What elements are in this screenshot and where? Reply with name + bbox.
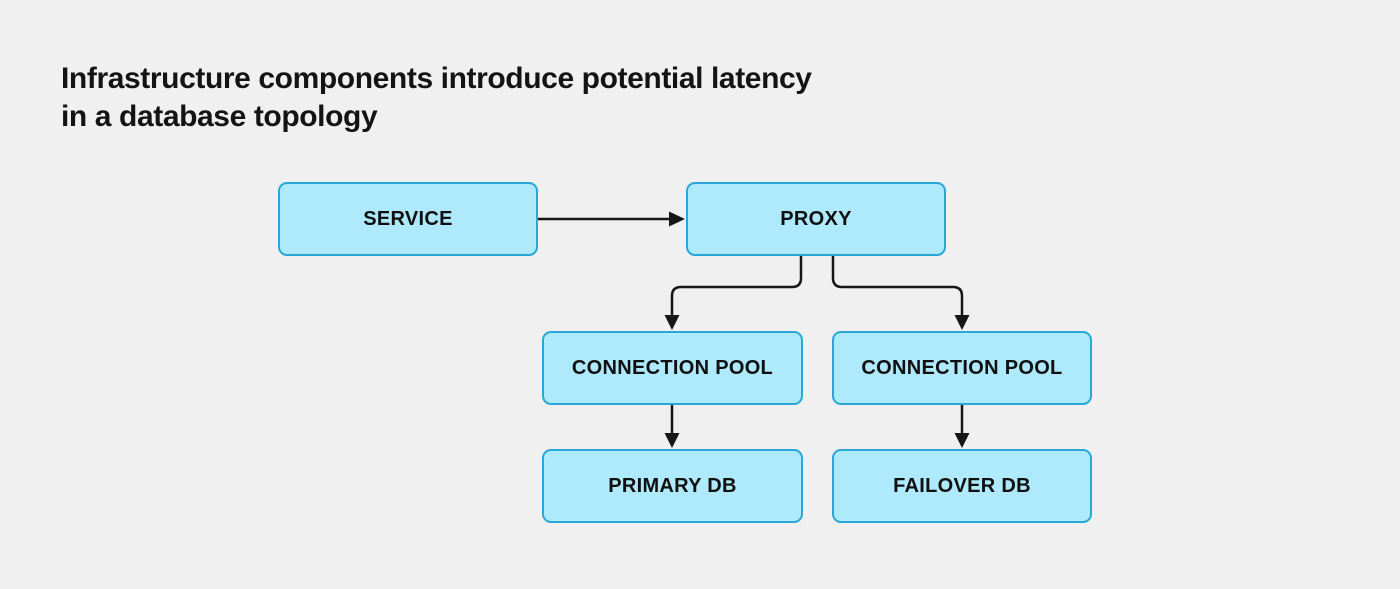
- node-primary-db-label: PRIMARY DB: [608, 474, 737, 497]
- diagram-title-line-1: Infrastructure components introduce pote…: [61, 62, 812, 95]
- node-service: SERVICE: [278, 182, 538, 256]
- diagram-title: Infrastructure components introduce pote…: [61, 60, 812, 136]
- arrow-service-to-proxy: [538, 211, 685, 227]
- arrow-proxy-to-connection-pool-left: [664, 256, 803, 330]
- node-connection-pool-left-label: CONNECTION POOL: [571, 356, 774, 379]
- arrow-connection-pool-left-to-primary-db: [664, 405, 680, 448]
- node-proxy: PROXY: [686, 182, 946, 256]
- node-service-label: SERVICE: [363, 207, 453, 230]
- node-failover-db: FAILOVER DB: [832, 449, 1092, 523]
- node-connection-pool-left: CONNECTION POOL: [542, 331, 803, 405]
- arrow-connection-pool-right-to-failover-db: [954, 405, 970, 448]
- node-primary-db: PRIMARY DB: [542, 449, 803, 523]
- arrow-proxy-to-connection-pool-right: [831, 256, 970, 330]
- node-failover-db-label: FAILOVER DB: [893, 474, 1031, 497]
- node-connection-pool-right-label: CONNECTION POOL: [861, 356, 1063, 379]
- node-proxy-label: PROXY: [780, 207, 852, 230]
- node-connection-pool-right: CONNECTION POOL: [832, 331, 1092, 405]
- diagram-title-line-2: in a database topology: [61, 100, 378, 133]
